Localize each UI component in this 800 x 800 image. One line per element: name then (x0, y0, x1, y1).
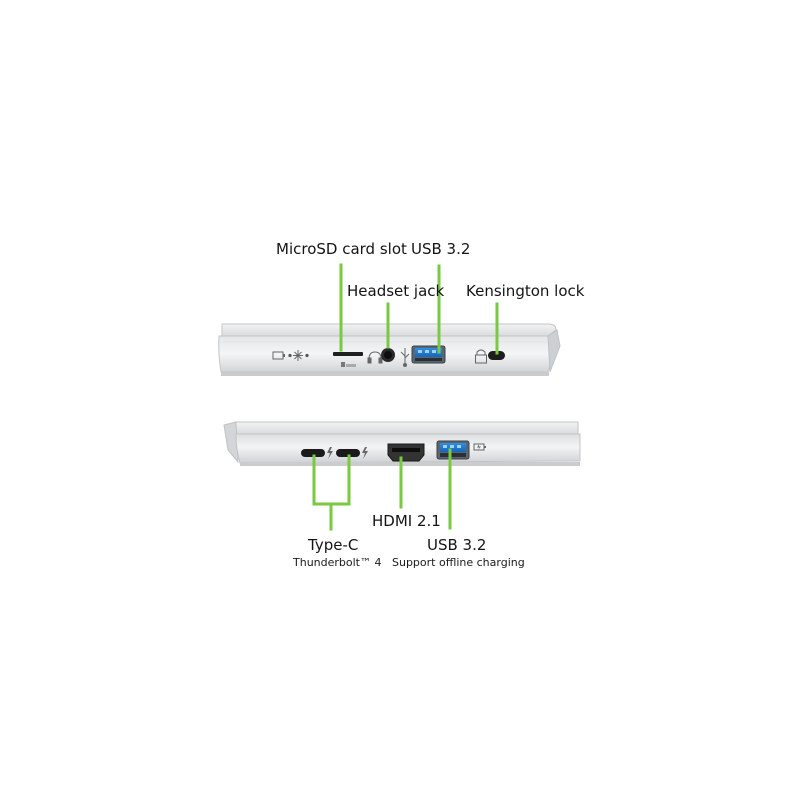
type-c-port-1 (301, 449, 325, 457)
power-led-icon (305, 353, 309, 358)
label-hdmi: HDMI 2.1 (372, 512, 441, 530)
type-c-port-2 (336, 449, 360, 457)
label-type-c: Type-C (308, 536, 359, 554)
power-led-icon (288, 353, 292, 358)
brightness-icon (293, 350, 303, 361)
headset-icon (367, 351, 383, 364)
microsd-icon (341, 362, 356, 367)
kensington-lock-port (488, 351, 505, 360)
battery-icon (272, 351, 285, 360)
charging-icon (473, 443, 486, 451)
laptop-left-side (218, 323, 561, 376)
usb-icon (400, 348, 410, 367)
callout-lines (312, 263, 499, 531)
laptop-right-side (223, 421, 581, 466)
sublabel-thunderbolt: Thunderbolt™ 4 (293, 556, 382, 569)
label-headset-jack: Headset jack (347, 282, 445, 300)
thunderbolt-icon (362, 447, 368, 459)
usb-3-2-right-port (436, 440, 470, 460)
label-microsd-card-slot: MicroSD card slot (276, 240, 407, 258)
thunderbolt-icon (327, 447, 333, 459)
label-usb-3-2-left: USB 3.2 (411, 240, 471, 258)
label-usb-3-2-right: USB 3.2 (427, 536, 487, 554)
usb-3-2-left-port (411, 345, 446, 364)
label-kensington-lock: Kensington lock (466, 282, 585, 300)
lock-icon (475, 349, 487, 364)
sublabel-offline-charging: Support offline charging (392, 556, 525, 569)
hdmi-port (387, 443, 425, 462)
microsd-card-slot-port (333, 352, 363, 356)
